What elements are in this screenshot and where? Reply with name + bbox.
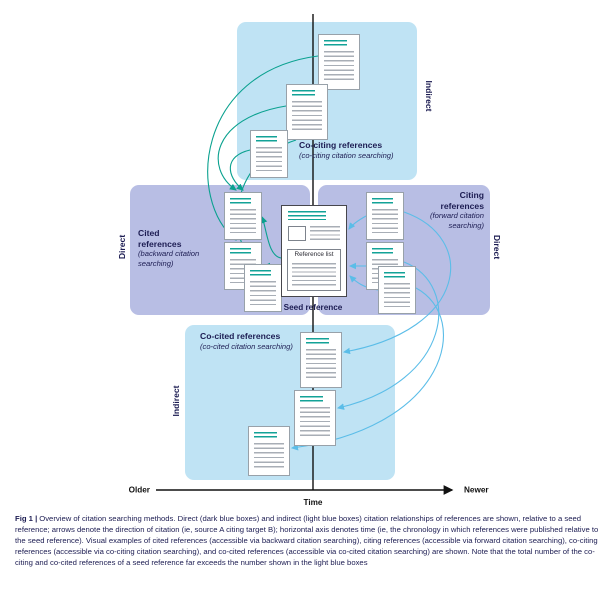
co-citing-subtitle: (co-citing citation searching) — [299, 150, 394, 160]
figure-caption-label: Fig 1 | — [15, 514, 38, 523]
document-icon — [248, 426, 290, 476]
co-citing-title: Co-citing references — [299, 140, 383, 150]
direct-label-left: Direct — [117, 234, 127, 260]
reference-list-box: Reference list — [287, 249, 341, 291]
citation-searching-diagram: Reference list Seed reference Co-citing … — [117, 14, 502, 507]
document-icon — [378, 266, 416, 314]
seed-reference-label: Seed reference — [283, 303, 343, 312]
axis-older-label: Older — [128, 485, 150, 495]
document-icon — [286, 84, 328, 140]
citing-title-block: Citing references (forward citation sear… — [420, 190, 484, 230]
document-title-lines — [288, 211, 326, 220]
document-icon — [244, 264, 282, 312]
document-icon — [366, 192, 404, 240]
figure-caption-text: Overview of citation searching methods. … — [15, 514, 599, 567]
seed-reference-document: Reference list — [281, 205, 347, 297]
document-text-lines — [310, 226, 340, 241]
co-citing-title-block: Co-citing references (co-citing citation… — [299, 140, 415, 160]
indirect-label-bottom: Indirect — [171, 385, 181, 417]
document-icon — [318, 34, 360, 90]
cited-title: Cited references — [138, 228, 182, 249]
figure-caption: Fig 1 |Overview of citation searching me… — [15, 514, 601, 569]
co-cited-title-block: Co-cited references (co-cited citation s… — [200, 331, 330, 351]
document-icon — [250, 130, 288, 178]
co-cited-title: Co-cited references — [200, 331, 281, 341]
citing-subtitle: (forward citation searching) — [429, 211, 484, 230]
cited-subtitle: (backward citation searching) — [138, 249, 200, 268]
axis-newer-label: Newer — [464, 485, 489, 495]
document-icon — [294, 390, 336, 446]
document-figure-placeholder — [288, 226, 306, 241]
indirect-label-top: Indirect — [424, 80, 434, 112]
document-icon — [224, 192, 262, 240]
citing-title: Citing references — [440, 190, 484, 211]
co-cited-subtitle: (co-cited citation searching) — [200, 341, 293, 351]
cited-title-block: Cited references (backward citation sear… — [138, 228, 204, 268]
reference-list-label: Reference list — [294, 251, 334, 258]
reference-list-lines — [292, 263, 336, 287]
direct-label-right: Direct — [492, 234, 502, 260]
axis-time-label: Time — [303, 498, 323, 507]
